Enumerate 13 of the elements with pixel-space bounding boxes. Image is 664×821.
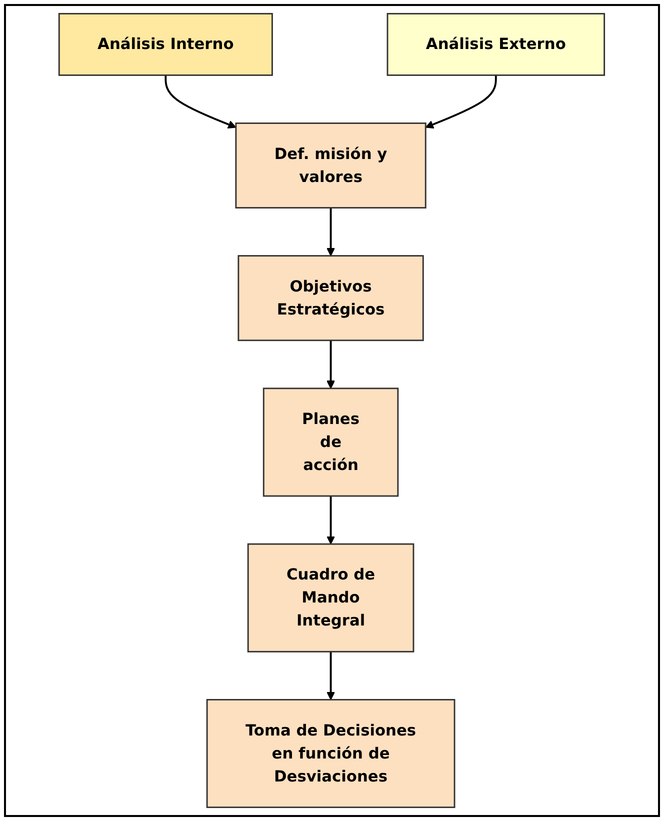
node-box: Planes de acción <box>263 388 399 497</box>
node-box: Análisis Interno <box>58 12 274 76</box>
node-box: Def. misión y valores <box>236 122 427 208</box>
node-box: Toma de Decisiones en función de Desviaciones <box>206 698 456 808</box>
arrow <box>326 340 336 389</box>
node-box: Cuadro de Mando Integral <box>248 543 414 652</box>
arrow <box>326 496 336 544</box>
arrow <box>164 75 237 128</box>
arrow <box>326 652 336 700</box>
arrow <box>326 208 336 256</box>
node-box: Análisis Externo <box>387 12 606 76</box>
node-box: Objetivos Estratégicos <box>238 255 424 342</box>
arrow <box>426 75 498 128</box>
